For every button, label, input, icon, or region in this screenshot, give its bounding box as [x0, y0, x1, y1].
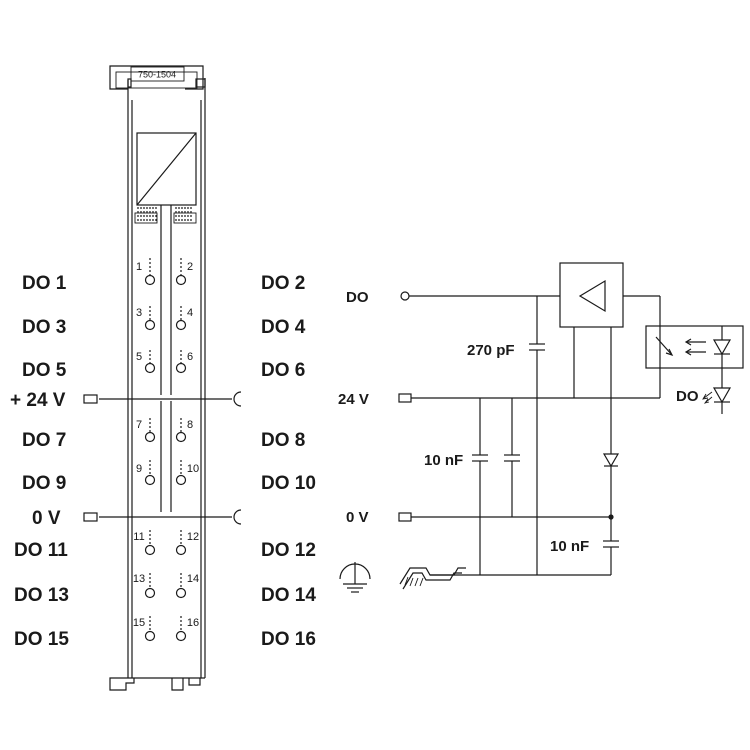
cap-270pf-label: 270 pF — [467, 342, 515, 359]
terminal-10[interactable]: 10 — [175, 460, 200, 486]
label-do4: DO 4 — [261, 317, 306, 338]
status-led-icon — [702, 368, 732, 414]
svg-text:3: 3 — [136, 307, 142, 319]
terminal-11[interactable]: 11 — [133, 530, 156, 556]
label-do2: DO 2 — [261, 273, 305, 294]
svg-text:11: 11 — [133, 531, 144, 543]
cap-270pf-icon — [529, 343, 545, 351]
svg-text:15: 15 — [133, 617, 145, 629]
svg-text:2: 2 — [187, 261, 193, 273]
label-zerov: 0 V — [32, 508, 61, 529]
v0-terminal — [398, 512, 412, 522]
label-do1: DO 1 — [22, 273, 67, 294]
optocoupler-block — [645, 325, 744, 369]
label-do9: DO 9 — [22, 473, 66, 494]
terminal-2[interactable]: 2 — [175, 258, 194, 286]
label-do10: DO 10 — [261, 473, 316, 494]
phototransistor-icon — [655, 336, 674, 357]
terminal-5[interactable]: 5 — [136, 350, 156, 374]
terminal-6[interactable]: 6 — [175, 350, 194, 374]
terminal-16[interactable]: 16 — [175, 616, 200, 642]
label-do12: DO 12 — [261, 540, 316, 561]
label-do15: DO 15 — [14, 629, 69, 650]
left-labels: DO 1 DO 3 DO 5 + 24 V DO 7 DO 9 0 V DO 1… — [10, 273, 98, 650]
terminal-4[interactable]: 4 — [175, 306, 194, 331]
part-number-label: 750-1504 — [138, 70, 176, 80]
svg-text:7: 7 — [136, 419, 142, 431]
earth-icon — [339, 562, 371, 593]
terminal-7[interactable]: 7 — [136, 418, 156, 443]
converter-symbol — [136, 132, 197, 206]
label-do14: DO 14 — [261, 585, 316, 606]
terminal-13[interactable]: 13 — [133, 573, 156, 599]
label-do3: DO 3 — [22, 317, 66, 338]
terminal-group: 1 2 3 4 5 6 7 8 9 10 11 12 13 14 15 16 — [133, 258, 200, 642]
label-do11: DO 11 — [14, 540, 68, 561]
terminal-14[interactable]: 14 — [175, 573, 200, 599]
do-input-terminal — [400, 291, 410, 301]
terminal-12[interactable]: 12 — [175, 530, 200, 556]
label-do5: DO 5 — [22, 360, 67, 381]
cap-10nf-a-icon — [472, 454, 488, 462]
converter-pins — [134, 207, 197, 224]
svg-text:12: 12 — [187, 531, 199, 543]
terminal-9[interactable]: 9 — [136, 460, 156, 486]
terminal-zerov-marker — [83, 512, 98, 522]
terminal-3[interactable]: 3 — [136, 306, 156, 331]
svg-text:13: 13 — [133, 573, 145, 585]
terminal-1[interactable]: 1 — [136, 258, 156, 286]
label-do6: DO 6 — [261, 360, 305, 381]
label-plus24v: + 24 V — [10, 390, 66, 411]
opto-led-icon — [712, 326, 732, 368]
label-do13: DO 13 — [14, 585, 69, 606]
svg-text:10: 10 — [187, 463, 199, 475]
svg-text:6: 6 — [187, 351, 193, 363]
schematic: DO 24 V 0 V 270 pF — [338, 262, 744, 593]
svg-text:5: 5 — [136, 351, 142, 363]
v24-terminal — [398, 393, 412, 403]
cap-10nf-left-label: 10 nF — [424, 452, 463, 469]
cap-10nf-b-icon — [504, 454, 520, 462]
schematic-24v-label: 24 V — [338, 391, 369, 408]
terminal-plus24v-marker — [83, 394, 98, 404]
right-labels: DO 2 DO 4 DO 6 DO 8 DO 10 DO 12 DO 14 DO… — [261, 273, 316, 650]
module-body: 750-1504 — [99, 65, 242, 691]
protection-diode-icon — [602, 453, 620, 468]
svg-text:16: 16 — [187, 617, 199, 629]
label-do8: DO 8 — [261, 430, 305, 451]
label-do7: DO 7 — [22, 430, 66, 451]
terminal-8[interactable]: 8 — [175, 418, 194, 443]
cap-10nf-right-label: 10 nF — [550, 538, 589, 555]
terminal-15[interactable]: 15 — [133, 616, 156, 642]
svg-text:9: 9 — [136, 463, 142, 475]
amplifier-block — [559, 262, 624, 328]
opto-arrows-icon — [684, 338, 706, 356]
din-rail-icon — [399, 567, 466, 590]
svg-text:4: 4 — [187, 307, 193, 319]
schematic-0v-label: 0 V — [346, 509, 369, 526]
do-led-label: DO — [676, 388, 699, 405]
cap-10nf-c-icon — [603, 540, 619, 548]
schematic-do-label: DO — [346, 289, 369, 306]
svg-text:8: 8 — [187, 419, 193, 431]
label-do16: DO 16 — [261, 629, 316, 650]
svg-text:14: 14 — [187, 573, 199, 585]
svg-text:1: 1 — [136, 261, 142, 273]
